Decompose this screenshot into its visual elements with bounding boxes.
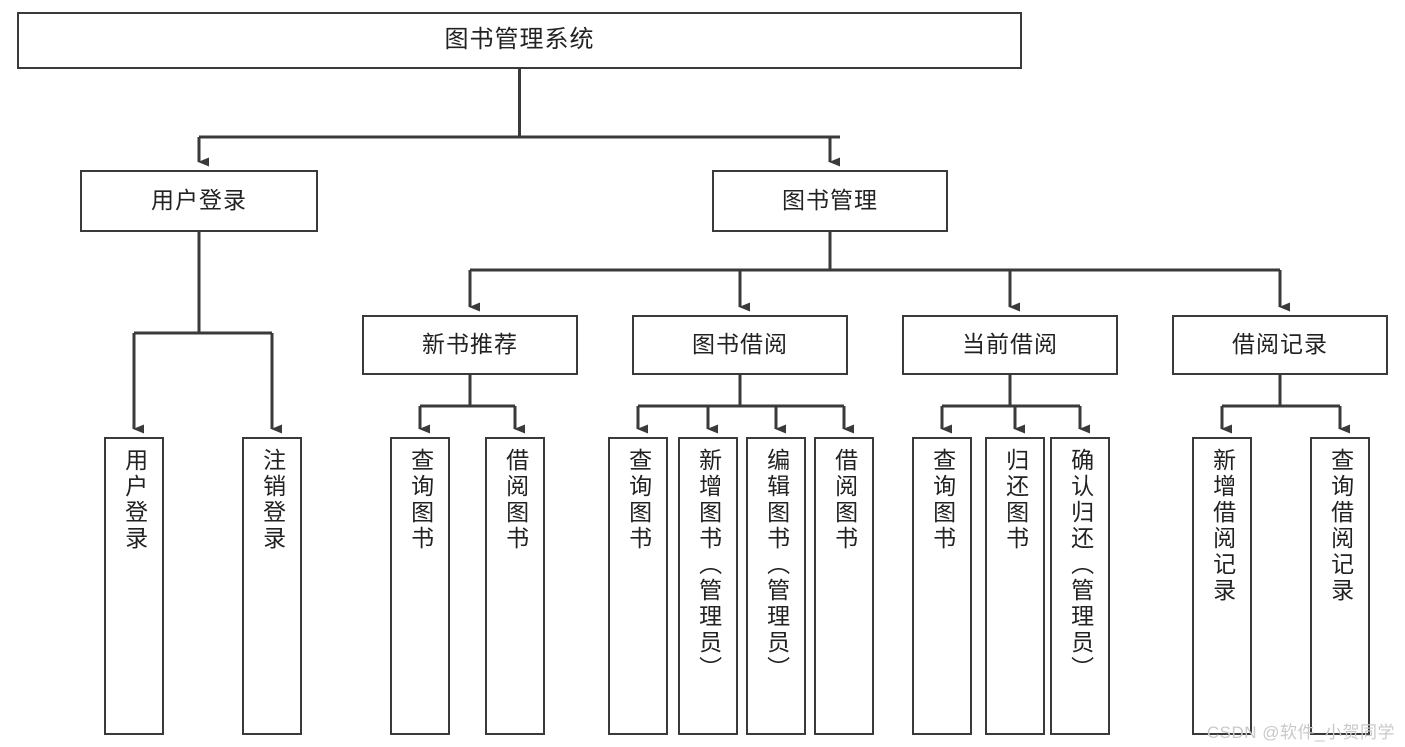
node-label: 新书推荐 [422, 331, 518, 358]
leaf-node-borrow-book[interactable]: 借阅图书 [814, 437, 874, 735]
leaf-node-add-borrow-record[interactable]: 新增借阅记录 [1192, 437, 1252, 735]
leaf-node-borrow-book-rec[interactable]: 借阅图书 [485, 437, 545, 735]
leaf-node-edit-book-admin[interactable]: 编辑图书（管理员） [746, 437, 806, 735]
node-book-borrowing[interactable]: 图书借阅 [632, 315, 848, 375]
node-label: 用户登录 [151, 187, 247, 214]
node-label: 借阅图书 [502, 448, 529, 552]
node-label: 归还图书 [1002, 448, 1029, 552]
node-label: 查询图书 [625, 448, 652, 552]
node-label: 借阅图书 [831, 448, 858, 552]
leaf-node-user-logout[interactable]: 注销登录 [242, 437, 302, 735]
node-current-borrowing[interactable]: 当前借阅 [902, 315, 1118, 375]
node-borrowing-record[interactable]: 借阅记录 [1172, 315, 1388, 375]
leaf-node-confirm-return-admin[interactable]: 确认归还（管理员） [1050, 437, 1110, 735]
node-label: 注销登录 [259, 448, 286, 552]
leaf-node-query-borrow-record[interactable]: 查询借阅记录 [1310, 437, 1370, 735]
node-book-management[interactable]: 图书管理 [712, 170, 948, 232]
node-label: 查询图书 [407, 448, 434, 552]
node-label: 新增借阅记录 [1209, 448, 1236, 604]
leaf-node-query-book-rec[interactable]: 查询图书 [390, 437, 450, 735]
node-label: 用户登录 [121, 448, 148, 552]
node-user-login[interactable]: 用户登录 [80, 170, 318, 232]
leaf-node-add-book-admin[interactable]: 新增图书（管理员） [678, 437, 738, 735]
node-label: 借阅记录 [1232, 331, 1328, 358]
leaf-node-query-book-current[interactable]: 查询图书 [912, 437, 972, 735]
node-label: 编辑图书（管理员） [763, 448, 790, 682]
node-label: 图书管理系统 [444, 26, 595, 54]
csdn-watermark: CSDN @软件_小贺同学 [1206, 723, 1395, 742]
node-book-management-system[interactable]: 图书管理系统 [17, 12, 1022, 69]
leaf-node-query-book-borrow[interactable]: 查询图书 [608, 437, 668, 735]
node-label: 图书借阅 [692, 331, 788, 358]
node-label: 新增图书（管理员） [695, 448, 722, 682]
node-new-book-recommendation[interactable]: 新书推荐 [362, 315, 578, 375]
node-label: 查询借阅记录 [1327, 448, 1354, 604]
node-label: 图书管理 [782, 187, 878, 214]
leaf-node-return-book[interactable]: 归还图书 [985, 437, 1045, 735]
node-label: 当前借阅 [962, 331, 1058, 358]
leaf-node-user-login[interactable]: 用户登录 [104, 437, 164, 735]
node-label: 查询图书 [929, 448, 956, 552]
node-label: 确认归还（管理员） [1067, 448, 1094, 682]
